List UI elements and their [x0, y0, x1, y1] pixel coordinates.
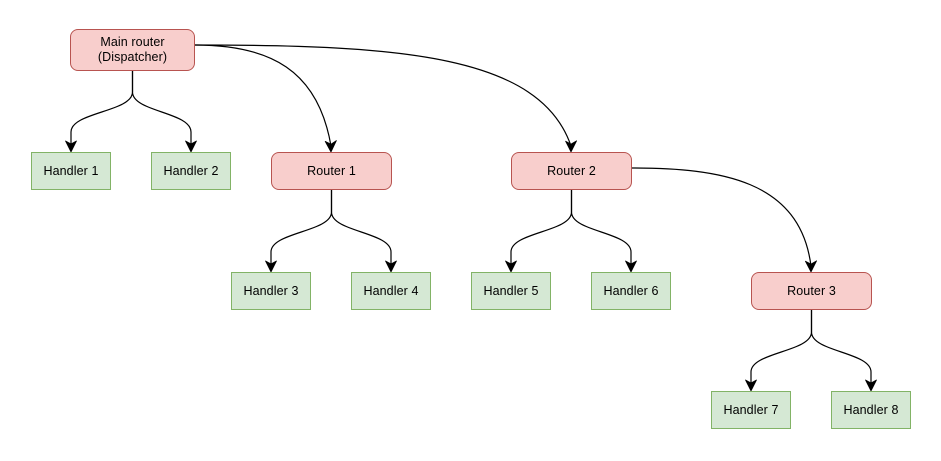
edge-router-3-to-handler-7: [750, 309, 813, 386]
arrow-handler-8-icon: [865, 379, 877, 392]
arrow-handler-7-icon: [745, 379, 757, 392]
node-label-handler-8: Handler 8: [843, 402, 899, 417]
node-handler-6[interactable]: Handler 6: [591, 272, 671, 310]
arrow-handler-2-icon: [185, 140, 197, 153]
arrow-handler-3-icon: [265, 260, 277, 273]
node-label-router-1: Router 1: [307, 163, 356, 178]
node-handler-4[interactable]: Handler 4: [351, 272, 431, 310]
node-label-handler-3: Handler 3: [243, 283, 299, 298]
edge-router-2-to-handler-5: [510, 189, 573, 267]
node-label-handler-5: Handler 5: [483, 283, 539, 298]
edge-router-2-to-router-3: [631, 167, 812, 267]
node-handler-2[interactable]: Handler 2: [151, 152, 231, 190]
edge-main-to-router-2: [194, 44, 572, 147]
node-label-handler-4: Handler 4: [363, 283, 419, 298]
arrow-handler-6-icon: [625, 260, 637, 273]
node-handler-1[interactable]: Handler 1: [31, 152, 111, 190]
arrow-handler-4-icon: [385, 260, 397, 273]
edge-router-2-to-handler-6: [570, 189, 632, 267]
arrow-handler-5-icon: [505, 260, 517, 273]
node-handler-8[interactable]: Handler 8: [831, 391, 911, 429]
node-label-router-2: Router 2: [547, 163, 596, 178]
arrow-router-3-icon: [805, 260, 817, 273]
edge-main-to-handler-1: [70, 70, 134, 147]
node-router-1[interactable]: Router 1: [271, 152, 392, 190]
node-label-handler-2: Handler 2: [163, 163, 219, 178]
node-router-3[interactable]: Router 3: [751, 272, 872, 310]
edge-router-1-to-handler-3: [270, 189, 333, 267]
edge-main-to-router-1: [194, 44, 332, 147]
arrow-handler-1-icon: [65, 140, 77, 153]
arrow-router-2-icon: [565, 140, 577, 153]
node-label-router-3: Router 3: [787, 283, 836, 298]
node-handler-5[interactable]: Handler 5: [471, 272, 551, 310]
edge-main-to-handler-2: [131, 70, 192, 147]
arrow-router-1-icon: [324, 140, 337, 153]
node-handler-3[interactable]: Handler 3: [231, 272, 311, 310]
node-label-main-router: Main router (Dispatcher): [97, 35, 168, 64]
node-label-handler-6: Handler 6: [603, 283, 659, 298]
edge-router-3-to-handler-8: [810, 309, 872, 386]
node-label-handler-1: Handler 1: [43, 163, 99, 178]
node-main-router[interactable]: Main router (Dispatcher): [70, 29, 195, 71]
edge-router-1-to-handler-4: [330, 189, 392, 267]
node-router-2[interactable]: Router 2: [511, 152, 632, 190]
node-label-handler-7: Handler 7: [723, 402, 779, 417]
node-handler-7[interactable]: Handler 7: [711, 391, 791, 429]
